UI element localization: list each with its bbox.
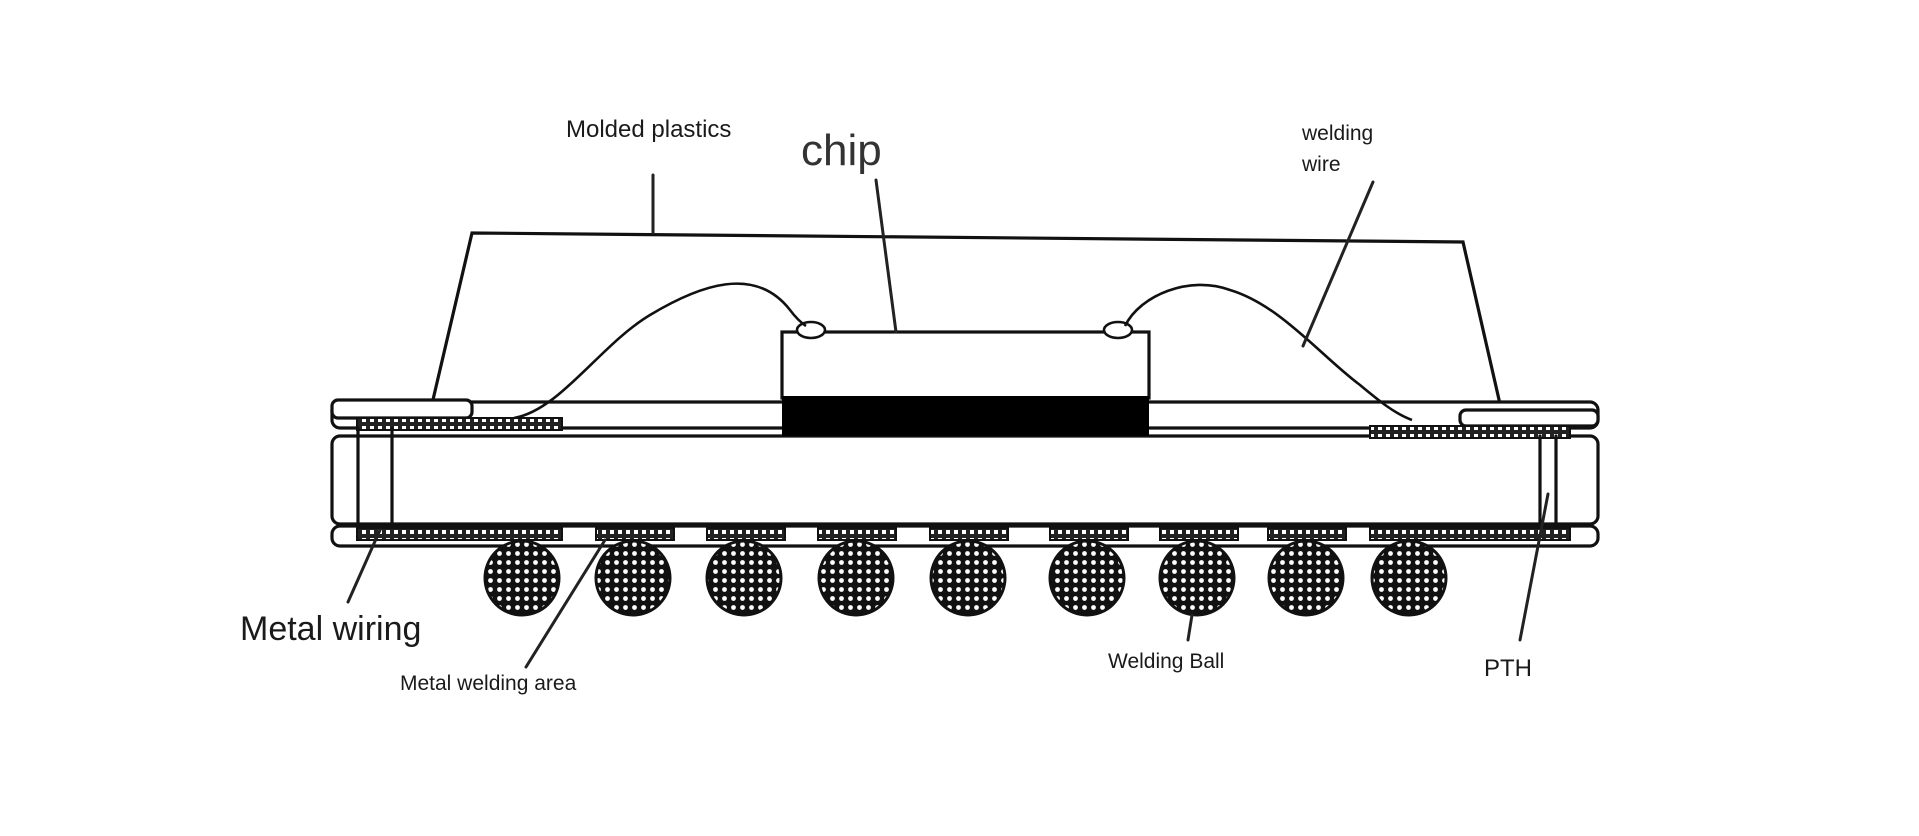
bottom-trace-right: [1369, 527, 1571, 541]
chip-die: [780, 330, 1151, 400]
welding-ball: [483, 539, 561, 617]
bottom-metal-wiring: [356, 527, 1571, 541]
label-chip: chip: [801, 126, 882, 175]
solder-balls: [483, 539, 1448, 617]
welding-ball: [817, 539, 895, 617]
leader-chip: [874, 178, 898, 334]
label-welding-wire-2: wire: [1301, 153, 1341, 176]
bond-wire-left: [513, 282, 807, 420]
leader-pth: [1518, 492, 1550, 642]
welding-ball: [1370, 539, 1448, 617]
welding-ball: [1267, 539, 1345, 617]
bond-wire-right: [1123, 283, 1413, 422]
leader-welding-wire: [1301, 180, 1375, 348]
welding-pad: [1159, 527, 1239, 541]
bond-pad-right: [1102, 320, 1134, 340]
die-attach-layer: [782, 396, 1149, 436]
leader-metal-welding-area: [524, 538, 607, 669]
label-metal-wiring: Metal wiring: [240, 610, 421, 648]
leader-metal-wiring: [346, 528, 382, 604]
label-welding-wire-1: welding: [1301, 122, 1373, 145]
welding-pad: [1267, 527, 1347, 541]
welding-pad: [595, 527, 675, 541]
bond-pad-left: [795, 320, 827, 340]
substrate-core: [330, 434, 1600, 526]
label-molded-plastics: Molded plastics: [566, 116, 731, 143]
right-edge-pad: [1458, 408, 1600, 428]
welding-pad: [1049, 527, 1129, 541]
top-metal-trace-left: [356, 417, 563, 431]
welding-pad: [706, 527, 786, 541]
top-metal-trace-right: [1369, 425, 1571, 439]
label-welding-ball: Welding Ball: [1108, 650, 1224, 673]
welding-ball: [705, 539, 783, 617]
label-pth: PTH: [1484, 655, 1532, 682]
welding-ball: [1158, 539, 1236, 617]
welding-ball: [594, 539, 672, 617]
leader-welding-ball: [1186, 613, 1194, 642]
welding-ball: [1048, 539, 1126, 617]
label-metal-welding-area: Metal welding area: [400, 672, 577, 695]
welding-pad: [817, 527, 897, 541]
left-edge-pad: [330, 398, 474, 420]
welding-pad: [929, 527, 1009, 541]
bottom-trace-left: [356, 527, 563, 541]
welding-ball: [929, 539, 1007, 617]
